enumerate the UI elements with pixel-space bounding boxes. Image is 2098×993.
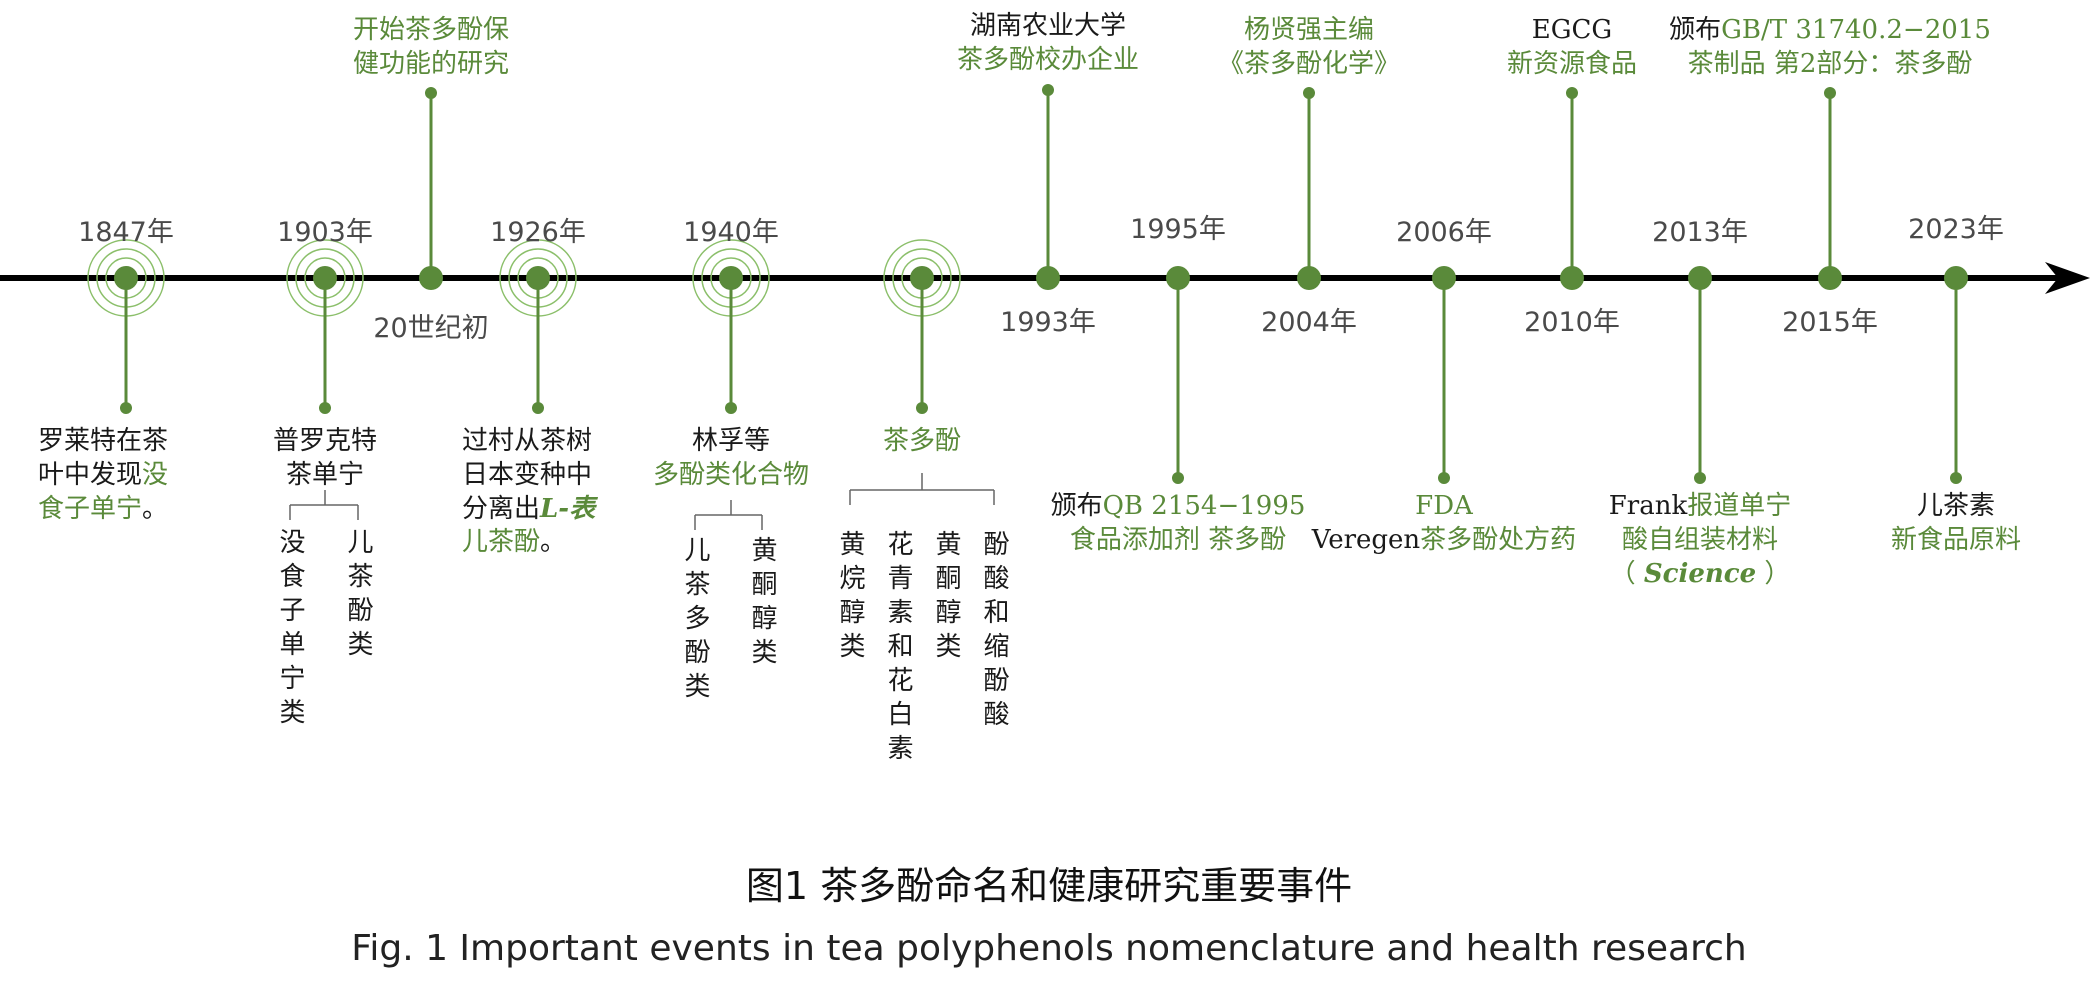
event-1940: 林孚等 多酚类化合物 <box>652 426 810 490</box>
event-20c: 开始茶多酚保 健功能的研究 <box>352 15 510 79</box>
node-2010 <box>1560 266 1584 290</box>
event-1993: 湖南农业大学 茶多酚校办企业 <box>956 11 1140 75</box>
node-1940 <box>719 266 743 290</box>
class-1940-flavonol: 黄酮醇类 <box>747 536 777 672</box>
class-flavonol: 黄酮醇类 <box>931 530 961 666</box>
stem-end-2004 <box>1303 87 1315 99</box>
year-2006: 2006年 <box>1396 217 1492 248</box>
year-1995: 1995年 <box>1130 214 1226 245</box>
bracket-1903 <box>289 490 359 520</box>
class-1903-gallotannin: 没食子单宁类 <box>275 528 305 732</box>
stem-end-2013 <box>1694 472 1706 484</box>
event-2004: 杨贤强主编 《茶多酚化学》 <box>1217 15 1401 79</box>
stem-end-1847 <box>120 402 132 414</box>
node-1847 <box>114 266 138 290</box>
event-1926: 过村从茶树 日本变种中 分离出L-表 儿茶酚。 <box>462 426 596 558</box>
class-phenolic-acid: 酚酸和缩酚酸 <box>979 530 1009 734</box>
event-tea-polyphenol: 茶多酚 <box>882 426 962 456</box>
node-20c <box>419 266 443 290</box>
node-1903 <box>313 266 337 290</box>
stem-end-2010 <box>1566 87 1578 99</box>
stem-end-1993 <box>1042 84 1054 96</box>
node-2013 <box>1688 266 1712 290</box>
node-1926 <box>526 266 550 290</box>
node-2023 <box>1944 266 1968 290</box>
year-20c: 20世纪初 <box>373 313 489 344</box>
event-1847: 罗莱特在茶 叶中发现没 食子单宁。 <box>38 426 169 524</box>
node-2006 <box>1432 266 1456 290</box>
stem-end-1940 <box>725 402 737 414</box>
bracket-tea-polyphenol <box>849 473 995 505</box>
stem-end-2015 <box>1824 87 1836 99</box>
node-tea-polyphenol <box>910 266 934 290</box>
year-1940: 1940年 <box>683 217 779 248</box>
event-2013: Frank报道单宁 酸自组装材料 （ Science ） <box>1608 491 1792 589</box>
stem-end-1926 <box>532 402 544 414</box>
caption-chinese: 图1 茶多酚命名和健康研究重要事件 <box>745 864 1353 908</box>
event-1995: 颁布QB 2154−1995 食品添加剂 茶多酚 <box>1050 491 1306 555</box>
event-1903: 普罗克特 茶单宁 <box>272 426 378 490</box>
year-2023: 2023年 <box>1908 214 2004 245</box>
class-1903-catechol: 儿茶酚类 <box>343 528 373 664</box>
class-flavanol: 黄烷醇类 <box>835 530 865 666</box>
year-1926: 1926年 <box>490 217 586 248</box>
stem-end-2006 <box>1438 472 1450 484</box>
bracket-1940 <box>694 500 763 530</box>
event-2015: 颁布GB/T 31740.2−2015 茶制品 第2部分：茶多酚 <box>1669 15 1991 79</box>
timeline-arrowhead <box>2045 262 2090 294</box>
year-2010: 2010年 <box>1524 307 1620 338</box>
node-1993 <box>1036 266 1060 290</box>
year-2004: 2004年 <box>1261 307 1357 338</box>
stem-end-2023 <box>1950 472 1962 484</box>
event-2006: FDA Veregen茶多酚处方药 <box>1311 491 1577 555</box>
year-1903: 1903年 <box>277 217 373 248</box>
class-1940-catechin: 儿茶多酚类 <box>680 536 710 706</box>
stem-end-20c <box>425 87 437 99</box>
year-2013: 2013年 <box>1652 217 1748 248</box>
year-1993: 1993年 <box>1000 307 1096 338</box>
node-1995 <box>1166 266 1190 290</box>
node-2015 <box>1818 266 1842 290</box>
year-2015: 2015年 <box>1782 307 1878 338</box>
stem-end-1903 <box>319 402 331 414</box>
stem-end-1995 <box>1172 472 1184 484</box>
year-1847: 1847年 <box>78 217 174 248</box>
stem-end-tea-polyphenol <box>916 402 928 414</box>
node-2004 <box>1297 266 1321 290</box>
event-2023: 儿茶素 新食品原料 <box>1890 491 2022 555</box>
caption-english: Fig. 1 Important events in tea polypheno… <box>351 928 1747 969</box>
event-2010: EGCG 新资源食品 <box>1506 15 1638 79</box>
class-anthocyanin: 花青素和花白素 <box>883 530 913 768</box>
